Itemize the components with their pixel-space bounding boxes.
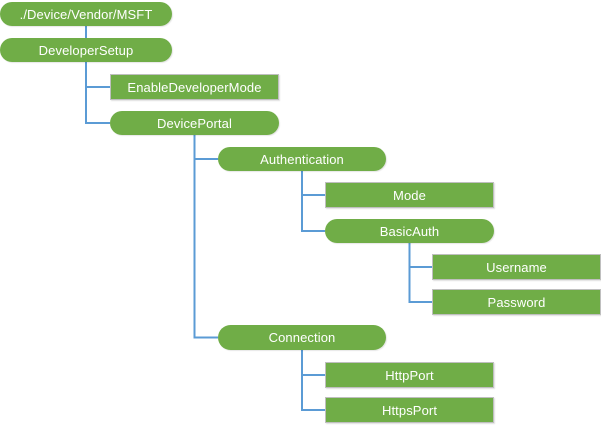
- node-label: Connection: [268, 330, 336, 345]
- node-enabledevelopermode[interactable]: EnableDeveloperMode: [110, 74, 279, 100]
- node-label: HttpsPort: [381, 402, 438, 418]
- connector-deviceportal-to-authentication: [193, 135, 218, 160]
- node-connection[interactable]: Connection: [218, 325, 386, 350]
- connector-developersetup-to-deviceportal: [85, 62, 110, 124]
- node-label: DevicePortal: [157, 115, 232, 131]
- connector-connection-to-httpsport: [301, 350, 325, 411]
- connector-authentication-to-mode: [301, 171, 325, 196]
- node-label: Authentication: [260, 151, 344, 167]
- node-basicauth[interactable]: BasicAuth: [325, 219, 494, 243]
- node-label: DeveloperSetup: [38, 42, 134, 58]
- connector-deviceportal-to-connection: [193, 135, 218, 339]
- connector-basicauth-to-password: [408, 243, 432, 303]
- node-httpport[interactable]: HttpPort: [325, 362, 494, 388]
- node-label: BasicAuth: [379, 223, 440, 239]
- node-mode[interactable]: Mode: [325, 182, 494, 208]
- connector-basicauth-to-username: [408, 243, 432, 268]
- node-authentication[interactable]: Authentication: [218, 147, 386, 171]
- node-label: Password: [487, 294, 546, 310]
- node-label: ./Device/Vendor/MSFT: [19, 6, 153, 22]
- node-password[interactable]: Password: [432, 289, 601, 315]
- connector-connection-to-httpport: [301, 350, 325, 376]
- node-developersetup[interactable]: DeveloperSetup: [0, 38, 172, 62]
- node-label: HttpPort: [385, 367, 434, 383]
- node-label: EnableDeveloperMode: [127, 79, 262, 95]
- node-httpsport[interactable]: HttpsPort: [325, 397, 494, 423]
- connector-developersetup-to-enabledevelopermode: [85, 62, 110, 88]
- node-root[interactable]: ./Device/Vendor/MSFT: [0, 2, 172, 26]
- connector-authentication-to-basicauth: [301, 171, 325, 232]
- node-label: Username: [486, 259, 547, 275]
- node-deviceportal[interactable]: DevicePortal: [110, 111, 279, 135]
- node-label: Mode: [393, 187, 426, 203]
- node-username[interactable]: Username: [432, 254, 601, 280]
